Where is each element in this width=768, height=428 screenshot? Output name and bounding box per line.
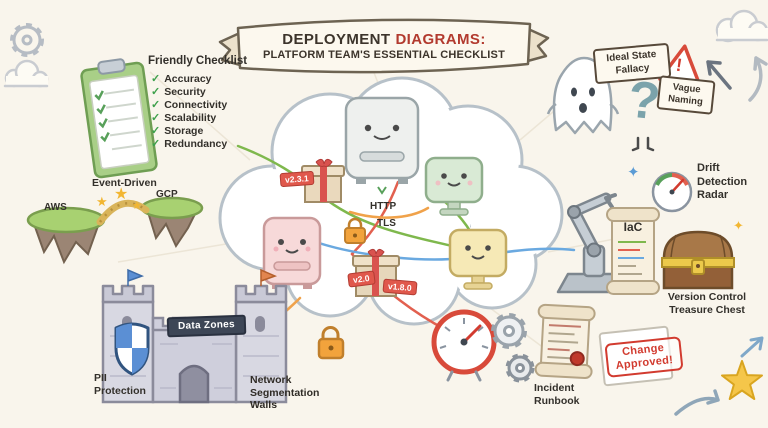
- treasure-chest: [661, 230, 735, 290]
- checklist-item-label: Security: [164, 86, 206, 99]
- pii-protection-label: PII Protection: [94, 372, 146, 397]
- cloud-doodle-top-right-icon: [715, 9, 768, 43]
- checklist-item: ✓Accuracy: [151, 73, 227, 86]
- check-icon: ✓: [151, 73, 161, 86]
- title-word-deployment: Deployment: [282, 31, 391, 48]
- lock-icon-bottom: [317, 326, 345, 360]
- sparkle-icon: ✦: [627, 164, 640, 181]
- checklist-item: ✓Security: [151, 86, 227, 99]
- checklist-item: ✓Connectivity: [151, 99, 227, 112]
- checklist-item-label: Accuracy: [164, 73, 212, 86]
- cloud-doodle-left-icon: [3, 59, 49, 88]
- island-aws: [26, 206, 106, 265]
- lock-icon-cloud: [344, 217, 366, 244]
- version-control-label: Version Control Treasure Chest: [652, 291, 762, 316]
- iac-scroll: [606, 207, 660, 295]
- castle: [101, 268, 288, 404]
- pink-server-character: [262, 216, 322, 289]
- island-gcp: [140, 196, 204, 249]
- pii-line2: Protection: [94, 384, 146, 397]
- checklist-item-label: Scalability: [164, 112, 217, 125]
- version-tag: v1.8.0: [382, 278, 418, 296]
- title-ribbon: [218, 18, 550, 74]
- version-tag: v2.3.1: [279, 170, 315, 188]
- star-icon-bottom-right: [721, 360, 763, 400]
- checklist-item-label: Storage: [164, 125, 204, 138]
- star-icon: ★: [114, 186, 129, 203]
- drift-line2: Detection: [697, 175, 748, 188]
- walls-line3: Walls: [250, 399, 278, 411]
- checklist-item-label: Connectivity: [164, 99, 228, 112]
- gear-icon-small: [505, 353, 535, 383]
- title-word-diagrams: Diagrams:: [395, 31, 486, 48]
- event-driven-label: Event-Driven: [92, 177, 157, 189]
- star-icon: ★: [96, 194, 108, 209]
- drift-radar-gauge: [651, 171, 693, 213]
- title-line-1: DeploymentDiagrams:: [240, 31, 528, 48]
- drift-line1: Drift: [697, 162, 720, 174]
- gear-icon-large: [491, 313, 527, 349]
- mint-monitor-character: [424, 156, 484, 216]
- checklist-item-label: Redundancy: [164, 138, 228, 151]
- yellow-monitor-character: [448, 228, 508, 290]
- performance-gauge: [431, 309, 497, 382]
- check-icon: ✓: [151, 86, 161, 99]
- http-protocol-label: HTTP: [370, 201, 397, 212]
- vague-naming-sign: Vague Naming: [656, 75, 716, 115]
- incident-line1: Incident: [534, 382, 575, 394]
- version-control-line2: Treasure Chest: [669, 303, 745, 316]
- tls-protocol-label: TLS: [377, 218, 396, 229]
- checklist-item: ✓Storage: [151, 125, 227, 138]
- checklist-items: ✓Accuracy ✓Security ✓Connectivity ✓Scala…: [151, 73, 227, 151]
- clipboard: [80, 58, 158, 179]
- title-line-2: Platform Team's Essential Checklist: [262, 49, 506, 61]
- walls-line1: Network: [250, 374, 292, 386]
- network-segmentation-walls-label: Network Segmentation Walls: [250, 374, 319, 412]
- pii-line1: PII: [94, 372, 107, 384]
- incident-line2: Runbook: [534, 394, 580, 407]
- aws-island-label: AWS: [44, 202, 67, 213]
- server-character: [344, 96, 420, 195]
- checklist-heading: Friendly Checklist: [148, 55, 248, 67]
- check-icon: ✓: [151, 99, 161, 112]
- gcp-island-label: GCP: [156, 189, 178, 200]
- check-icon: ✓: [151, 138, 161, 151]
- checklist-item: ✓Redundancy: [151, 138, 227, 151]
- sparkle-icon: ✦: [733, 218, 744, 233]
- event-bridge: [96, 199, 150, 226]
- check-icon: ✓: [151, 112, 161, 125]
- checklist-item: ✓Scalability: [151, 112, 227, 125]
- walls-line2: Segmentation: [250, 386, 320, 399]
- star-icon: ★: [132, 200, 142, 212]
- incident-runbook-label: Incident Runbook: [534, 382, 580, 407]
- question-mark-legs: [631, 136, 655, 152]
- incident-runbook-scroll: [534, 303, 596, 380]
- version-control-line1: Version Control: [667, 291, 747, 303]
- arrow-icons-top-right: [706, 56, 768, 102]
- pii-shield-icon: [114, 322, 150, 376]
- iac-label: IaC: [623, 220, 643, 234]
- check-icon: ✓: [151, 125, 161, 138]
- gear-icon-top-left: [10, 23, 44, 57]
- drift-line3: Radar: [697, 189, 729, 201]
- drift-detection-radar-label: Drift Detection Radar: [697, 162, 747, 203]
- arrow-icons-bottom-right: [674, 336, 764, 416]
- data-zones-banner: Data Zones: [166, 314, 247, 337]
